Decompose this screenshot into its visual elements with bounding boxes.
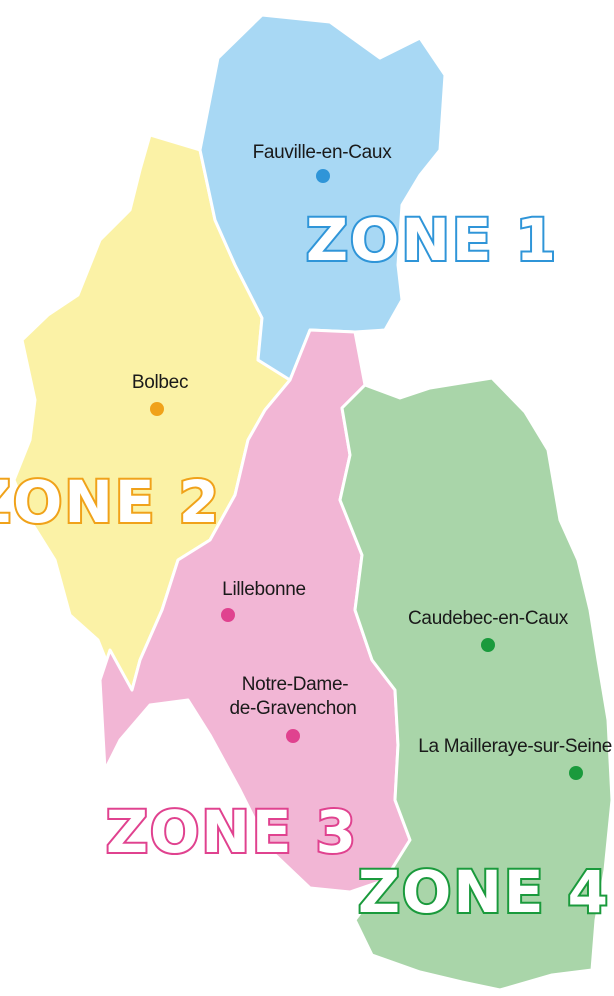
city-label-notre-dame-line1: Notre-Dame- <box>242 674 349 695</box>
zone-4-region[interactable] <box>338 376 614 992</box>
zone-1-title: ZONE 1 <box>306 206 558 274</box>
city-label-notre-dame-line2: de-Gravenchon <box>229 698 356 719</box>
city-marker-notre-dame <box>286 729 300 743</box>
zone-4-title: ZONE 4 <box>358 858 610 926</box>
city-marker-lillebonne <box>221 608 235 622</box>
city-label-bolbec: Bolbec <box>132 372 188 393</box>
city-label-lillebonne: Lillebonne <box>222 579 306 600</box>
city-label-fauville: Fauville-en-Caux <box>253 142 393 163</box>
city-label-mailleraye: La Mailleraye-sur-Seine <box>418 736 612 757</box>
city-marker-caudebec <box>481 638 495 652</box>
zone-3-title: ZONE 3 <box>106 798 358 866</box>
city-marker-fauville <box>316 169 330 183</box>
city-marker-bolbec <box>150 402 164 416</box>
zone-1-region[interactable] <box>198 13 447 382</box>
zone-2-title: ZONE 2 <box>0 468 221 536</box>
city-marker-mailleraye <box>569 766 583 780</box>
city-label-caudebec: Caudebec-en-Caux <box>408 608 569 629</box>
